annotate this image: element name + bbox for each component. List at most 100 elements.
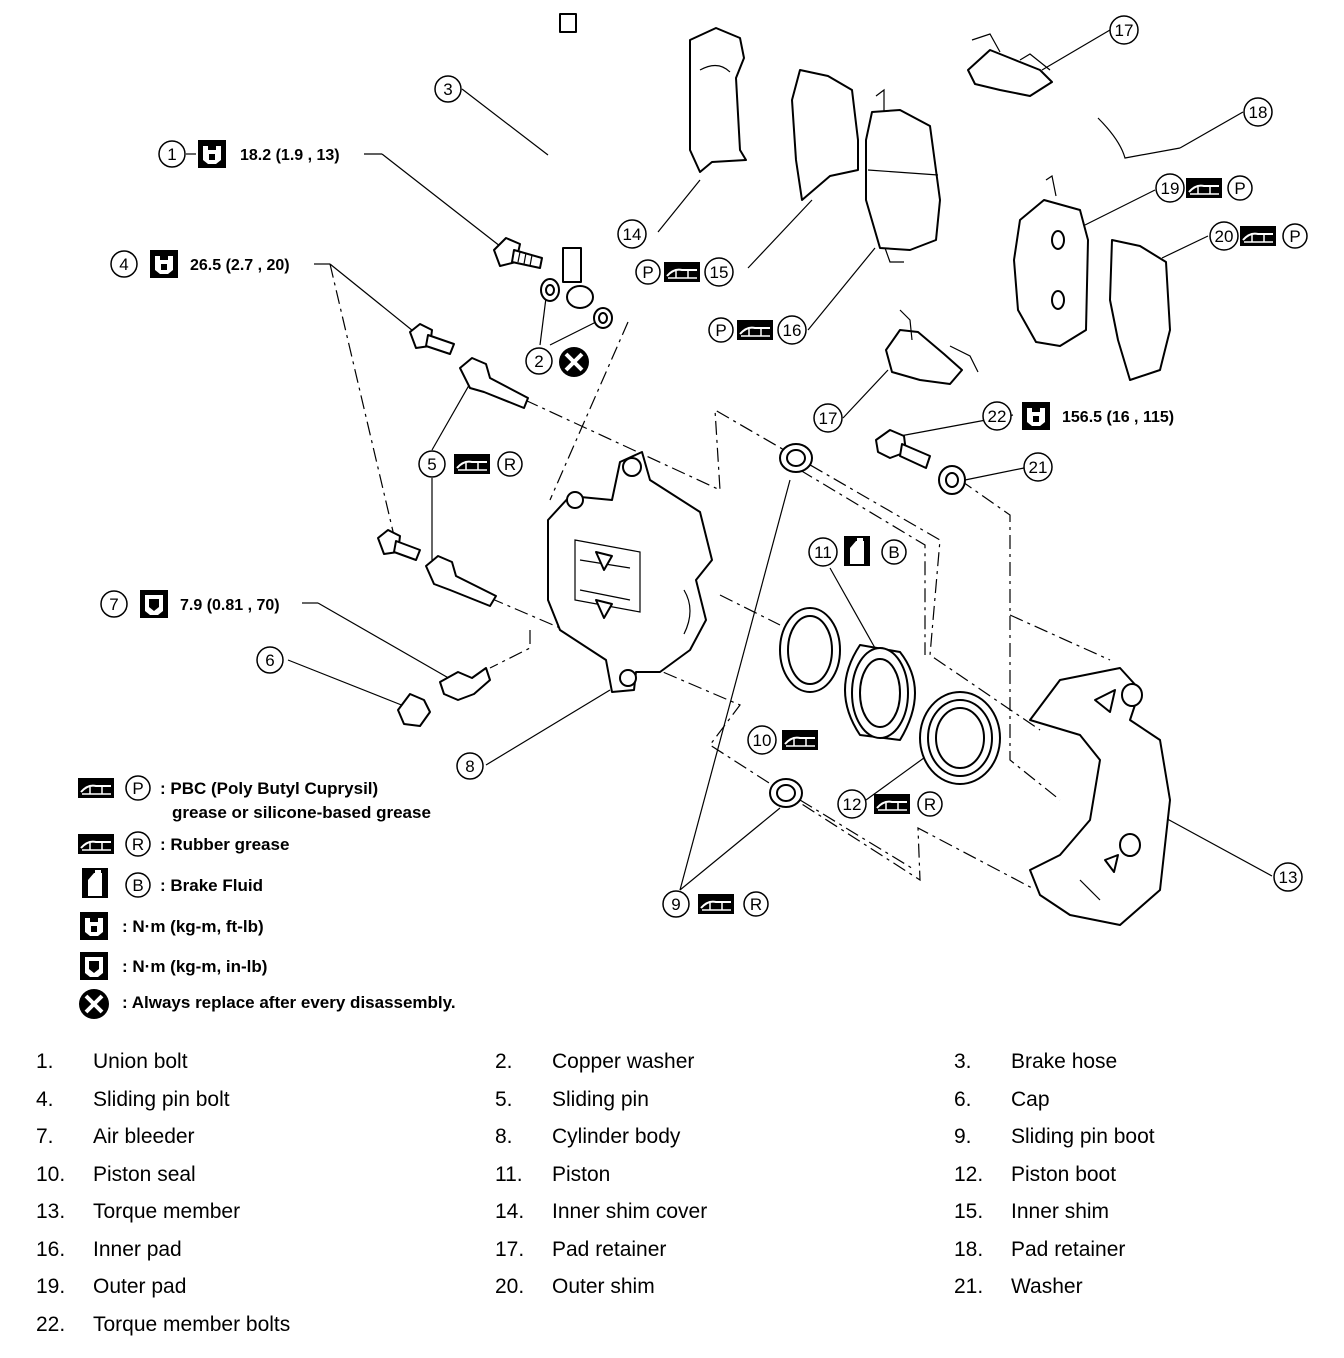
grease-marker-5: R [453, 451, 523, 477]
legend-always-replace: : Always replace after every disassembly… [77, 987, 456, 1021]
svg-text:10: 10 [753, 731, 772, 750]
part-number: 5. [495, 1087, 513, 1111]
cylinder-body [547, 451, 713, 693]
torque-wrench-inlb-icon [140, 590, 168, 618]
svg-text:4: 4 [119, 255, 128, 274]
part-number: 8. [495, 1125, 513, 1148]
callout-20: 20 [1209, 221, 1239, 251]
part-name: Copper washer [552, 1050, 695, 1073]
leader-lines [186, 29, 1273, 891]
exploded-view-diagram: 1 2 3 4 5 6 7 8 9 10 11 12 13 14 15 16 1… [77, 13, 1308, 1021]
svg-text:R: R [924, 795, 936, 814]
sliding-pin-bolt [377, 323, 455, 561]
svg-text:: Rubber grease: : Rubber grease [160, 835, 289, 854]
grease-icon [1185, 177, 1223, 199]
part-name: Torque member [93, 1200, 241, 1223]
callout-8: 8 [456, 752, 484, 780]
part-number: 20. [495, 1275, 525, 1298]
svg-text:22: 22 [988, 407, 1007, 426]
svg-text:7: 7 [109, 595, 118, 614]
svg-text:R: R [750, 895, 762, 914]
torque-wrench-icon [198, 140, 226, 168]
part-name: Pad retainer [552, 1237, 667, 1261]
svg-text:19: 19 [1161, 179, 1180, 198]
legend-torque-ft-lb: : N·m (kg-m, ft-lb) [80, 912, 264, 940]
callout-6: 6 [256, 646, 284, 674]
svg-text:7.9 (0.81 , 70): 7.9 (0.81 , 70) [180, 597, 280, 614]
piston [844, 644, 916, 741]
grease-marker-12: R [873, 791, 943, 817]
torque-spec-22: 156.5 (16 , 115) [1022, 402, 1174, 430]
part-name: Union bolt [93, 1050, 188, 1073]
svg-text:: Brake Fluid: : Brake Fluid [160, 876, 263, 895]
callout-22: 22 [982, 401, 1012, 431]
legend-rubber-grease: R : Rubber grease [77, 831, 289, 857]
sliding-pin [425, 357, 529, 607]
part-name: Sliding pin boot [1011, 1125, 1155, 1148]
legend-brake-fluid: B : Brake Fluid [82, 868, 263, 898]
svg-text:13: 13 [1279, 868, 1298, 887]
outer-pad [1013, 175, 1089, 347]
pad-retainer-18 [1097, 117, 1181, 159]
part-number: 18. [954, 1237, 984, 1261]
part-number: 19. [36, 1275, 66, 1298]
symbol-legend: P : PBC (Poly Butyl Cuprysil) grease or … [77, 775, 456, 1021]
svg-text:15: 15 [710, 263, 729, 282]
part-name: Outer shim [552, 1275, 655, 1298]
part-name: Cylinder body [552, 1125, 681, 1148]
piston-seal [779, 607, 841, 693]
svg-text:17: 17 [819, 409, 838, 428]
inner-pad [865, 88, 941, 263]
svg-text:6: 6 [265, 651, 274, 670]
svg-text:16: 16 [783, 321, 802, 340]
inner-shim [791, 69, 859, 201]
part-name: Piston [552, 1162, 611, 1186]
grease-marker-19: P [1185, 175, 1253, 201]
part-name: Inner pad [93, 1237, 182, 1261]
part-number: 14. [495, 1200, 525, 1223]
part-name: Piston seal [93, 1162, 196, 1186]
svg-text:26.5 (2.7 , 20): 26.5 (2.7 , 20) [190, 257, 290, 274]
part-name: Pad retainer [1011, 1237, 1126, 1261]
replace-icon [77, 987, 111, 1021]
callout-labels: 1 2 3 4 5 6 7 8 9 10 11 12 13 14 15 16 1… [100, 15, 1303, 918]
torque-wrench-icon [1022, 402, 1050, 430]
cap [397, 693, 431, 727]
part-name: Inner shim [1011, 1200, 1110, 1223]
part-number: 21. [954, 1275, 984, 1298]
callout-5: 5 [418, 450, 446, 478]
part-number: 9. [954, 1125, 972, 1148]
part-name: Torque member bolts [93, 1312, 291, 1336]
callout-17-top: 17 [1109, 15, 1139, 45]
svg-text:P: P [715, 321, 726, 340]
svg-text:156.5 (16 , 115): 156.5 (16 , 115) [1062, 409, 1174, 426]
grease-marker-15: P [635, 259, 701, 285]
svg-text:: N·m (kg-m, ft-lb): : N·m (kg-m, ft-lb) [122, 917, 264, 936]
callout-9: 9 [662, 890, 690, 918]
copper-washer [540, 278, 613, 329]
part-number: 3. [954, 1050, 972, 1073]
grease-icon [736, 319, 774, 341]
part-number: 7. [36, 1125, 54, 1148]
torque-wrench-icon [80, 912, 108, 940]
torque-wrench-inlb-icon [80, 952, 108, 980]
pad-retainer-17-top [967, 33, 1053, 97]
pad-retainer-17-bottom [885, 309, 979, 385]
legend-torque-in-lb: : N·m (kg-m, in-lb) [80, 952, 267, 980]
part-name: Inner shim cover [552, 1200, 708, 1223]
grease-icon [663, 261, 701, 283]
part-number: 11. [495, 1162, 523, 1186]
callout-10: 10 [747, 725, 777, 755]
svg-text:: Always replace after every d: : Always replace after every disassembly… [122, 993, 456, 1012]
air-bleeder [439, 667, 491, 701]
torque-spec-1: 18.2 (1.9 , 13) [198, 140, 340, 168]
svg-text:B: B [888, 543, 899, 562]
torque-spec-7: 7.9 (0.81 , 70) [140, 590, 280, 618]
part-number: 4. [36, 1087, 54, 1111]
part-name: Cap [1011, 1087, 1050, 1111]
part-name: Washer [1011, 1275, 1083, 1298]
fluid-marker-11: B [844, 536, 907, 566]
svg-text:B: B [132, 876, 143, 895]
grease-marker-9: R [697, 891, 769, 917]
torque-member-bolt [875, 429, 931, 469]
